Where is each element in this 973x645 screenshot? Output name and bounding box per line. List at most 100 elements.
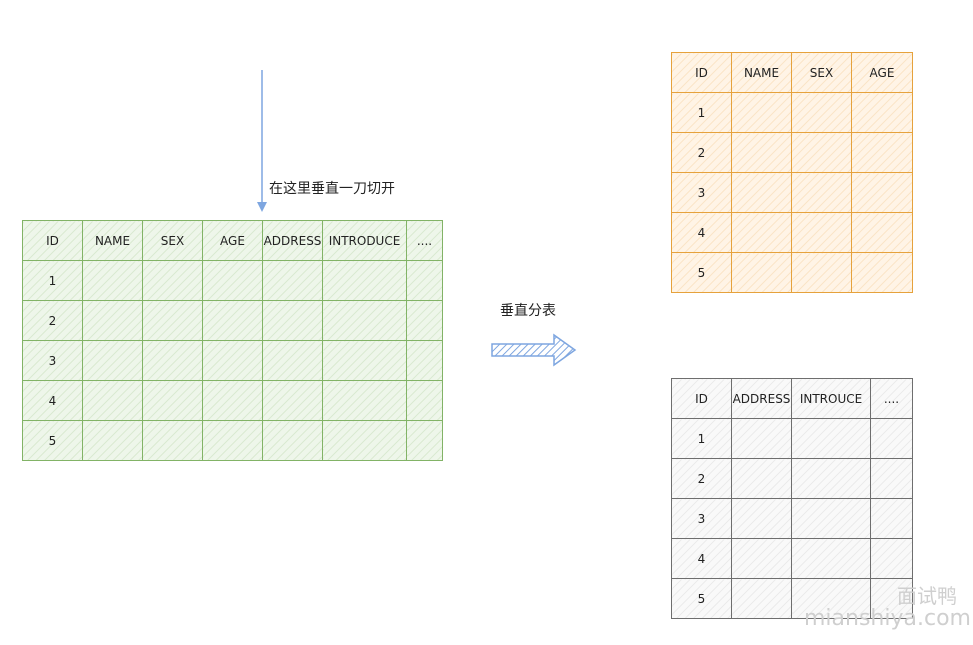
cut-arrow bbox=[257, 70, 267, 212]
split-label: 垂直分表 bbox=[500, 303, 556, 319]
original-table-header-cell: .... bbox=[406, 220, 443, 261]
original-table-row: 5 bbox=[22, 420, 443, 461]
original-table-empty-cell bbox=[262, 300, 323, 341]
table-b-header-cell: INTROUCE bbox=[791, 378, 871, 419]
table-a-header-cell: ID bbox=[671, 52, 732, 93]
table-a-row: 2 bbox=[671, 132, 913, 173]
original-table-empty-cell bbox=[142, 300, 203, 341]
table-b-empty-cell bbox=[731, 498, 792, 539]
original-table-empty-cell bbox=[82, 260, 143, 301]
original-table-empty-cell bbox=[406, 260, 443, 301]
table-b-empty-cell bbox=[791, 418, 871, 459]
table-a-empty-cell bbox=[851, 172, 913, 213]
original-table-header-cell: ADDRESS bbox=[262, 220, 323, 261]
original-table-empty-cell bbox=[262, 380, 323, 421]
original-table-id-cell: 1 bbox=[22, 260, 83, 301]
table-a-empty-cell bbox=[791, 212, 852, 253]
original-table-empty-cell bbox=[262, 420, 323, 461]
table-a-row: 1 bbox=[671, 92, 913, 133]
watermark-title: 面试鸭 bbox=[897, 584, 957, 608]
table-b-empty-cell bbox=[870, 578, 913, 619]
table-b-id-cell: 1 bbox=[671, 418, 732, 459]
original-table-row: 1 bbox=[22, 260, 443, 301]
table-a-id-cell: 2 bbox=[671, 132, 732, 173]
original-table-row: 2 bbox=[22, 300, 443, 341]
table-a-header-cell: SEX bbox=[791, 52, 852, 93]
table-b-header-cell: ID bbox=[671, 378, 732, 419]
original-table-empty-cell bbox=[322, 300, 407, 341]
table-b-empty-cell bbox=[870, 458, 913, 499]
watermark-url: mianshiya.com bbox=[804, 606, 971, 631]
table-a-empty-cell bbox=[731, 212, 792, 253]
table-a-empty-cell bbox=[851, 132, 913, 173]
table-b-id-cell: 4 bbox=[671, 538, 732, 579]
table-b-id-cell: 5 bbox=[671, 578, 732, 619]
original-table-empty-cell bbox=[202, 260, 263, 301]
table-a-empty-cell bbox=[791, 132, 852, 173]
table-b-id-cell: 2 bbox=[671, 458, 732, 499]
table-b-empty-cell bbox=[731, 538, 792, 579]
original-table-id-cell: 5 bbox=[22, 420, 83, 461]
table-b-empty-cell bbox=[791, 498, 871, 539]
original-table-id-cell: 3 bbox=[22, 340, 83, 381]
original-table-empty-cell bbox=[82, 380, 143, 421]
table-a-empty-cell bbox=[731, 172, 792, 213]
table-b-empty-cell bbox=[870, 498, 913, 539]
original-table-header-cell: ID bbox=[22, 220, 83, 261]
table-b-empty-cell bbox=[791, 578, 871, 619]
table-b-header-cell: .... bbox=[870, 378, 913, 419]
original-table-empty-cell bbox=[202, 300, 263, 341]
table-b-empty-cell bbox=[791, 538, 871, 579]
table-a-empty-cell bbox=[851, 212, 913, 253]
original-table-header-cell: NAME bbox=[82, 220, 143, 261]
table-a-empty-cell bbox=[851, 92, 913, 133]
table-a-id-cell: 4 bbox=[671, 212, 732, 253]
original-table-empty-cell bbox=[202, 340, 263, 381]
table-b-row: 1 bbox=[671, 418, 913, 459]
table-a-row: 5 bbox=[671, 252, 913, 293]
table-b-empty-cell bbox=[870, 418, 913, 459]
split-arrow bbox=[491, 333, 577, 367]
cut-label: 在这里垂直一刀切开 bbox=[269, 181, 395, 197]
table-b-row: 4 bbox=[671, 538, 913, 579]
original-table-empty-cell bbox=[142, 260, 203, 301]
table-b-id-cell: 3 bbox=[671, 498, 732, 539]
original-table-empty-cell bbox=[406, 340, 443, 381]
original-table-id-cell: 2 bbox=[22, 300, 83, 341]
table-a-empty-cell bbox=[731, 92, 792, 133]
table-a-header-cell: AGE bbox=[851, 52, 913, 93]
table-a-empty-cell bbox=[791, 172, 852, 213]
table-a-empty-cell bbox=[731, 132, 792, 173]
original-table-empty-cell bbox=[322, 380, 407, 421]
table-a-id-cell: 1 bbox=[671, 92, 732, 133]
table-a-row: 4 bbox=[671, 212, 913, 253]
original-table-empty-cell bbox=[322, 420, 407, 461]
original-table-empty-cell bbox=[262, 340, 323, 381]
original-table-empty-cell bbox=[142, 380, 203, 421]
original-table-empty-cell bbox=[406, 380, 443, 421]
original-table-id-cell: 4 bbox=[22, 380, 83, 421]
table-b-empty-cell bbox=[791, 458, 871, 499]
table-a-empty-cell bbox=[791, 252, 852, 293]
table-a-header-cell: NAME bbox=[731, 52, 792, 93]
table-a-row: 3 bbox=[671, 172, 913, 213]
table-b-row: 5 bbox=[671, 578, 913, 619]
original-table-empty-cell bbox=[82, 420, 143, 461]
original-table-empty-cell bbox=[202, 420, 263, 461]
original-table-header-cell: SEX bbox=[142, 220, 203, 261]
original-table-empty-cell bbox=[142, 340, 203, 381]
table-b-header-cell: ADDRESS bbox=[731, 378, 792, 419]
table-b-row: 3 bbox=[671, 498, 913, 539]
original-table-header-cell: INTRODUCE bbox=[322, 220, 407, 261]
table-b-empty-cell bbox=[870, 538, 913, 579]
table-b-row: 2 bbox=[671, 458, 913, 499]
table-b-empty-cell bbox=[731, 418, 792, 459]
original-table-empty-cell bbox=[82, 340, 143, 381]
table-a-empty-cell bbox=[791, 92, 852, 133]
original-table-empty-cell bbox=[142, 420, 203, 461]
